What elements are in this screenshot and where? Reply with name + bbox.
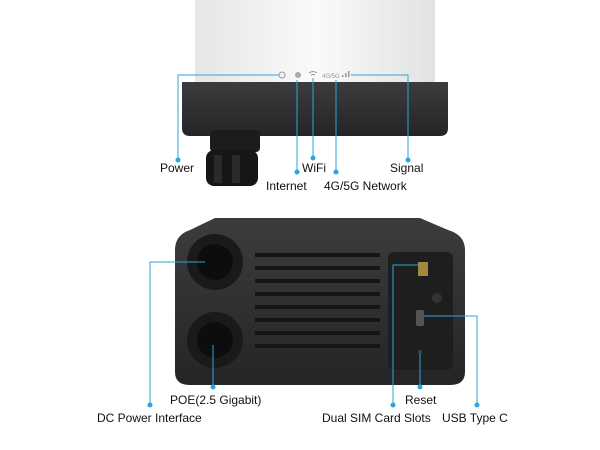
- network-label: 4G/5G Network: [324, 179, 408, 193]
- router-top-view: 4G/5G: [182, 0, 448, 186]
- reset-label: Reset: [405, 393, 437, 407]
- poe-label: POE(2.5 Gigabit): [170, 393, 261, 407]
- power-label: Power: [160, 161, 194, 175]
- dc-power-port: [187, 234, 243, 290]
- dc-power-label: DC Power Interface: [97, 411, 202, 425]
- usb-label: USB Type C: [442, 411, 508, 425]
- sim-label: Dual SIM Card Slots: [322, 411, 431, 425]
- signal-label: Signal: [390, 161, 423, 175]
- cable-gland: [206, 130, 260, 186]
- network-led-label: 4G/5G: [322, 74, 340, 80]
- internet-label: Internet: [266, 179, 307, 193]
- signal-led-icon: [342, 71, 350, 77]
- poe-port: [187, 312, 243, 368]
- heatsink-fins: [255, 253, 380, 348]
- router-bottom-view: [175, 218, 465, 385]
- internet-led-icon: [295, 72, 301, 78]
- wifi-led-icon: [308, 71, 318, 76]
- sim-usb-compartment: [388, 252, 453, 370]
- wifi-label: WiFi: [302, 161, 326, 175]
